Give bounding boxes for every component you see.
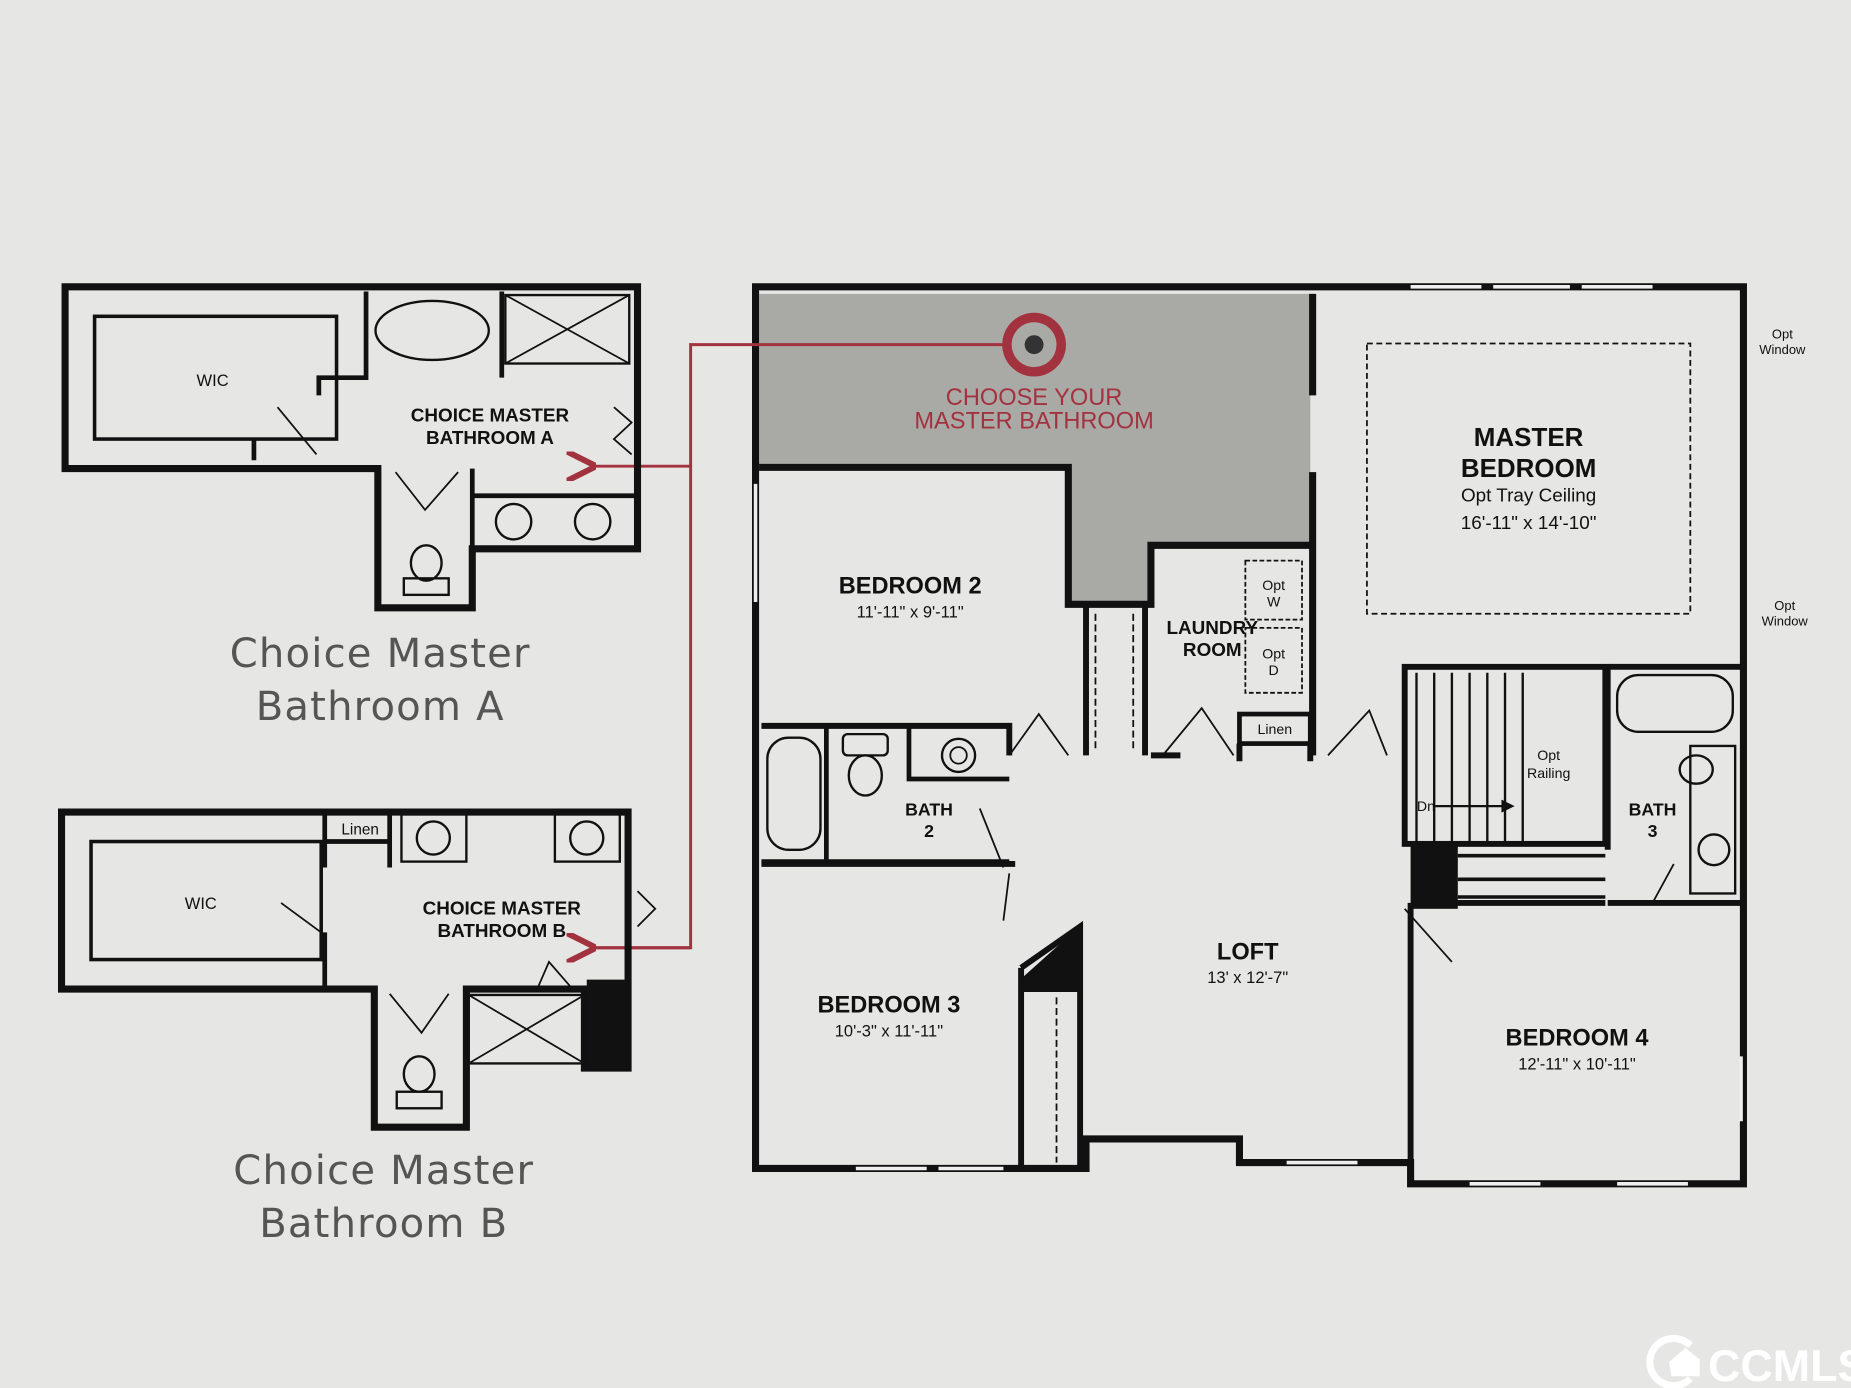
bath-2-label-2: 2 <box>924 821 934 841</box>
opt-window-label: Opt <box>1772 327 1793 342</box>
tray-ceiling-outline <box>1366 342 1692 615</box>
bath-3-label-2: 3 <box>1648 821 1658 841</box>
opt-window-label-b2: Window <box>1762 614 1809 629</box>
master-tray-ceiling-note: Opt Tray Ceiling <box>1461 486 1596 507</box>
room-labels: MASTER BEDROOM Opt Tray Ceiling 16'-11" … <box>817 327 1808 1074</box>
option-b-caption-2: Bathroom B <box>259 1201 508 1247</box>
linen-closet-label: Linen <box>1258 722 1293 738</box>
washer-label: Opt <box>1262 578 1285 594</box>
opt-window-label-2: Window <box>1759 342 1806 357</box>
railing-label-2: Railing <box>1527 766 1570 782</box>
option-b-label: CHOICE MASTER <box>423 899 582 920</box>
option-b-caption: Choice Master <box>233 1148 534 1194</box>
callout-line-2: MASTER BATHROOM <box>914 408 1153 434</box>
master-bedroom-label: MASTER <box>1474 422 1584 452</box>
bath-2-label: BATH <box>905 800 953 820</box>
laundry-room-label-2: ROOM <box>1183 640 1242 661</box>
stairs-down-label: Dn <box>1417 799 1435 815</box>
loft-dims: 13' x 12'-7" <box>1207 968 1288 987</box>
master-bath-option-area <box>759 293 1311 605</box>
bedroom-2-label: BEDROOM 2 <box>839 574 982 600</box>
ccmls-text: CCMLS <box>1708 1340 1851 1388</box>
option-a-caption: Choice Master <box>230 631 531 677</box>
bath-3-label: BATH <box>1629 800 1677 820</box>
callout-line-1: CHOOSE YOUR <box>946 385 1123 411</box>
option-a-caption-2: Bathroom A <box>256 684 505 730</box>
bedroom-3-dims: 10'-3" x 11'-11" <box>835 1021 943 1040</box>
wic-label-b: WIC <box>185 894 217 913</box>
railing-label: Opt <box>1537 748 1560 764</box>
wic-label-a: WIC <box>197 371 229 390</box>
ccmls-logo-icon <box>1646 1334 1693 1388</box>
main-floor-plan <box>752 283 1747 1188</box>
bedroom-3-label: BEDROOM 3 <box>817 993 960 1019</box>
washer-label-2: W <box>1267 595 1281 611</box>
choose-master-bath-callout: CHOOSE YOUR MASTER BATHROOM <box>590 312 1154 948</box>
linen-label-b: Linen <box>341 821 379 838</box>
loft-label: LOFT <box>1217 940 1279 966</box>
master-bedroom-dims: 16'-11" x 14'-10" <box>1461 513 1597 534</box>
option-b-label-2: BATHROOM B <box>437 921 566 942</box>
option-a-label: CHOICE MASTER <box>411 405 570 426</box>
bedroom-2-dims: 11'-11" x 9'-11" <box>857 602 964 621</box>
master-bedroom-label-2: BEDROOM <box>1461 453 1597 483</box>
opt-window-label-b: Opt <box>1774 598 1795 613</box>
dryer-label-2: D <box>1269 663 1279 679</box>
dryer-label: Opt <box>1262 647 1285 663</box>
ccmls-watermark: CCMLS <box>1646 1334 1851 1388</box>
bathroom-option-b-plan: Linen WIC CHOICE MASTER BATHROOM B <box>57 808 657 1131</box>
bedroom-4-label: BEDROOM 4 <box>1506 1026 1649 1052</box>
bedroom-4-dims: 12'-11" x 10'-11" <box>1518 1054 1636 1073</box>
laundry-room-label: LAUNDRY <box>1167 618 1259 639</box>
bathroom-option-a-plan: WIC CHOICE MASTER BATHROOM A <box>61 283 642 612</box>
option-a-label-2: BATHROOM A <box>426 428 554 449</box>
